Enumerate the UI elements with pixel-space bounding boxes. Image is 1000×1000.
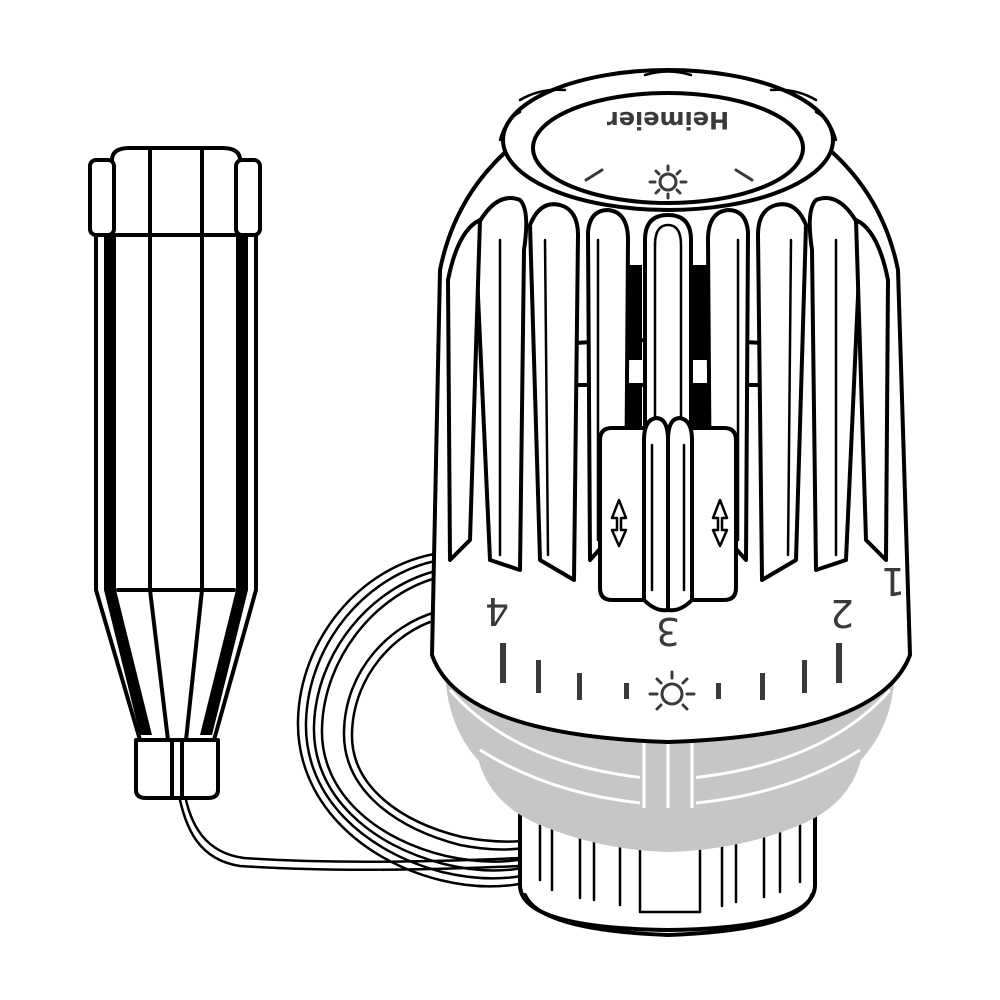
double-arrow-icon [711, 498, 729, 548]
scale-number-1: 1 [881, 559, 905, 603]
remote-sensor [88, 146, 262, 800]
sun-icon [648, 670, 696, 711]
limit-clips [598, 416, 738, 613]
brand-label: Heimeier [607, 106, 729, 134]
capillary-tube [176, 551, 562, 888]
valve-head: Heimeier 4 3 2 1 [430, 68, 912, 744]
double-arrow-icon [610, 498, 628, 548]
scale-number-3: 3 [656, 609, 680, 653]
scale-number-4: 4 [485, 589, 509, 633]
scale-ticks [500, 643, 842, 700]
scale-number-2: 2 [830, 591, 854, 635]
sun-icon [648, 164, 688, 200]
